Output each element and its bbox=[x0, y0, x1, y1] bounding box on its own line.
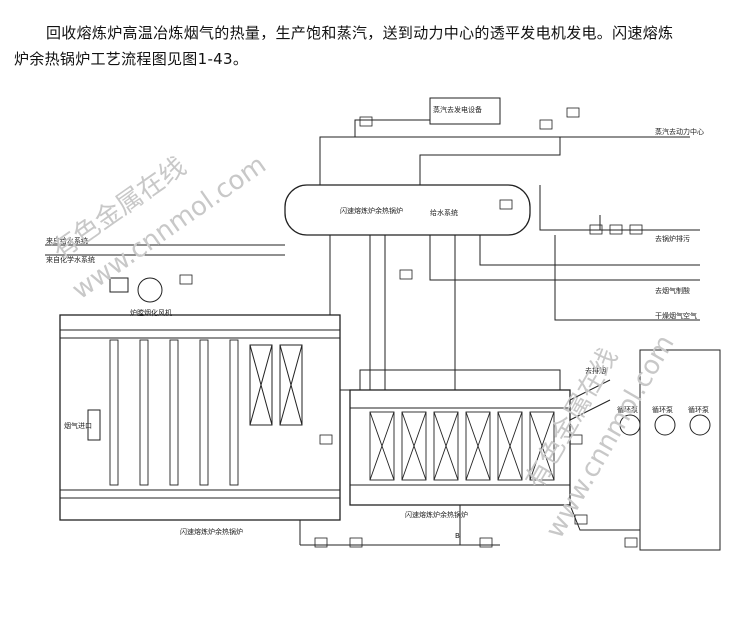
steam-drum bbox=[284, 184, 531, 236]
label-fan: 炉膛烟化风机 bbox=[130, 308, 172, 317]
boiler-process-diagram: 蒸汽去发电设备 闪速熔炼炉余热锅炉 给水系统 来自给水系统 来自化学水系统 炉膛… bbox=[45, 97, 721, 551]
label-left-input-2: 来自化学水系统 bbox=[46, 255, 95, 264]
description-paragraph: 回收熔炼炉高温冶炼烟气的热量，生产饱和蒸汽，送到动力中心的透平发电机发电。闪速熔… bbox=[14, 20, 718, 72]
label-right-output-1: 蒸汽去动力中心 bbox=[655, 127, 704, 136]
label-b-mark: B bbox=[455, 532, 460, 540]
label-left-input-1: 来自给水系统 bbox=[46, 236, 88, 245]
pump-station bbox=[639, 349, 721, 551]
label-pump-1: 循环泵 bbox=[617, 405, 638, 414]
pump-icon-2 bbox=[654, 414, 676, 436]
flash-furnace-boiler bbox=[59, 314, 341, 521]
label-pump-2: 循环泵 bbox=[652, 405, 673, 414]
label-pump-3: 循环泵 bbox=[688, 405, 709, 414]
pump-icon-3 bbox=[689, 414, 711, 436]
label-steam-storage: 蒸汽去发电设备 bbox=[433, 105, 482, 114]
label-feed-water: 给水系统 bbox=[430, 208, 458, 217]
label-right-output-3: 去烟气制酸 bbox=[655, 286, 690, 295]
label-right-output-2: 去锅炉排污 bbox=[655, 234, 690, 243]
pump-icon-1 bbox=[619, 414, 641, 436]
fan-icon bbox=[137, 277, 163, 303]
label-right-output-4: 干燥烟气空气 bbox=[655, 311, 697, 320]
label-boiler-bottom-left: 闪速熔炼炉余热锅炉 bbox=[180, 527, 243, 536]
label-boiler-right: 闪速熔炼炉余热锅炉 bbox=[405, 510, 468, 519]
label-flue-gas-in: 烟气进口 bbox=[64, 421, 92, 430]
paragraph-line-1: 回收熔炼炉高温冶炼烟气的热量，生产饱和蒸汽，送到动力中心的透平发电机发电。闪速熔… bbox=[46, 24, 674, 42]
paragraph-line-2: 炉余热锅炉工艺流程图见图1-43。 bbox=[14, 50, 249, 68]
label-right-top-tag: 去排烟 bbox=[585, 366, 606, 375]
label-drum: 闪速熔炼炉余热锅炉 bbox=[340, 206, 403, 215]
